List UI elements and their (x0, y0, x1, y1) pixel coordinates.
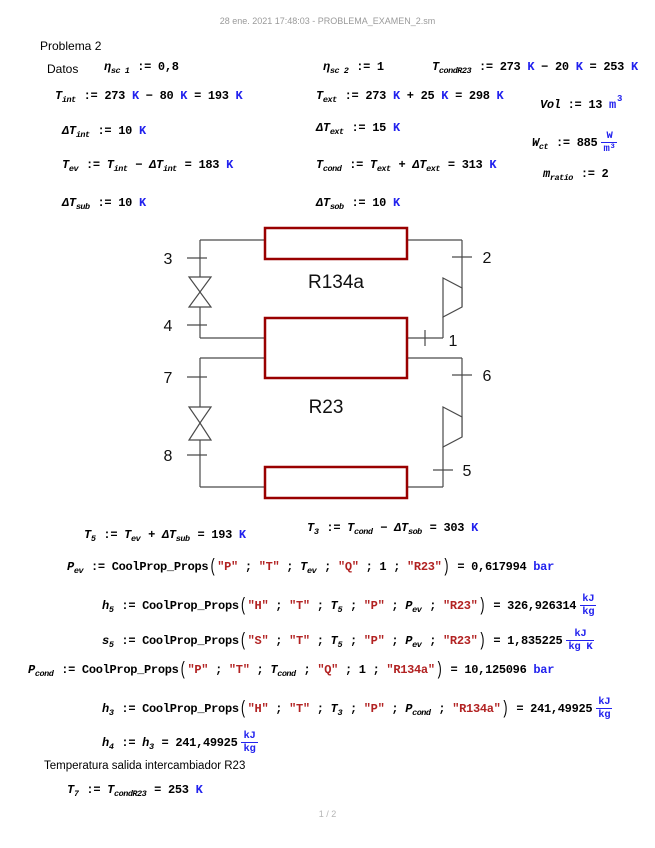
expansion-valve-icon-bottom (187, 406, 213, 441)
cascade-cycle-diagram: 3 2 4 1 7 6 8 5 R134a R23 (164, 226, 492, 500)
state-label-6: 6 (483, 368, 492, 385)
state-label-5: 5 (463, 463, 472, 480)
datos-label[interactable]: Datos (47, 62, 79, 76)
compressor-icon-top (442, 277, 463, 318)
state-label-4: 4 (164, 318, 173, 335)
note-text[interactable]: Temperatura salida intercambiador R23 (44, 760, 246, 772)
compressor-icon-bottom (442, 406, 463, 448)
problem-title[interactable]: Problema 2 (40, 39, 102, 53)
page-header-timestamp: 28 ene. 2021 17:48:03 - PROBLEMA_EXAMEN_… (219, 16, 436, 26)
state-label-8: 8 (164, 448, 173, 465)
state-point-ticks (187, 256, 472, 471)
state-label-3: 3 (164, 251, 173, 268)
state-label-7: 7 (164, 370, 173, 387)
cascade-heat-exchanger-block (263, 316, 409, 380)
state-label-2: 2 (483, 250, 492, 267)
page-number: 1 / 2 (318, 809, 337, 819)
evaporator-block-r23 (263, 465, 409, 500)
refrigerant-label-r23: R23 (309, 397, 344, 418)
state-label-1: 1 (449, 333, 458, 350)
condenser-block-r134a (263, 226, 409, 261)
refrigerant-label-r134a: R134a (308, 272, 364, 293)
expansion-valve-icon-top (187, 276, 213, 308)
